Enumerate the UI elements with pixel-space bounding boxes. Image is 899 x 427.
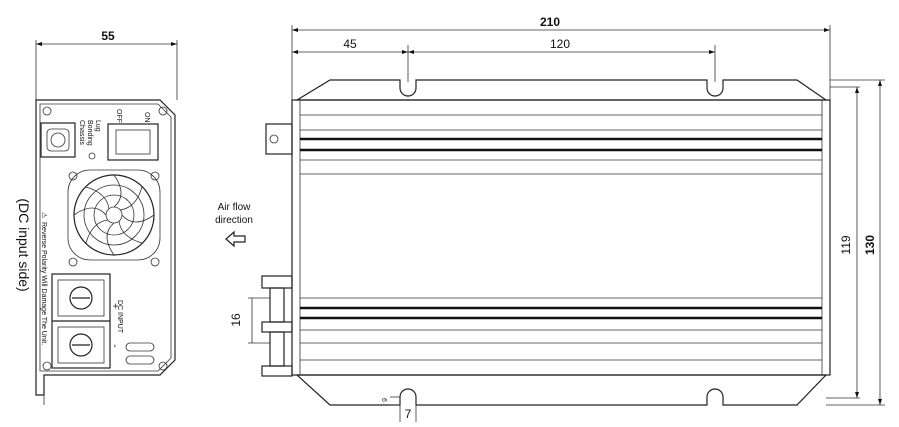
total-height-label: 130 — [863, 235, 877, 255]
arrow-right — [171, 42, 177, 46]
arrow-right — [402, 50, 408, 54]
screw-top-left — [42, 106, 52, 116]
terminal-slot-1 — [125, 342, 155, 352]
terminal-spacing-label: 16 — [229, 313, 243, 327]
slot-width-label: 7 — [405, 407, 412, 421]
polarity-warning-text: Reverse Polarity Will Damage The Unit. — [40, 222, 47, 345]
fan-screw-4 — [150, 257, 160, 267]
fan-screw-1 — [68, 171, 78, 181]
terminal-bar-positive — [269, 287, 285, 323]
dc-terminal-block — [51, 273, 111, 369]
top-mounting-flange — [294, 79, 828, 101]
arrow-left — [292, 28, 298, 32]
arrow-right — [709, 50, 715, 54]
airflow-label-2: direction — [215, 215, 253, 226]
arrow-up — [878, 80, 882, 86]
fan-ring-2 — [83, 184, 145, 246]
body-height-label: 119 — [839, 235, 853, 254]
front-panel-outline — [35, 99, 176, 396]
slot-depth-label: 6 — [380, 398, 387, 402]
fan-screw-2 — [150, 171, 160, 181]
arrow-left — [408, 50, 414, 54]
side-bonding-lug-hole — [269, 134, 279, 144]
fan-housing — [67, 169, 161, 261]
bonding-label-1: Chassis — [78, 120, 85, 145]
terminal-positive-screw[interactable] — [69, 286, 93, 310]
arrow-up — [855, 87, 859, 93]
plus-label: + — [109, 303, 120, 309]
terminal-bar-top-a — [261, 275, 293, 289]
dc-input-side-label: (DC input side) — [16, 198, 32, 291]
airflow-arrow-icon — [225, 230, 246, 248]
bonding-lug — [40, 122, 76, 158]
terminal-negative-screw[interactable] — [69, 333, 93, 357]
arrow-right — [824, 28, 830, 32]
terminal-bar-negative — [269, 331, 285, 367]
fan-screw-3 — [68, 257, 78, 267]
screw-top-right — [158, 106, 168, 116]
power-switch-rocker[interactable] — [115, 129, 151, 155]
arrow-down — [878, 399, 882, 405]
screw-bottom-right — [158, 361, 168, 371]
hole-spacing-label: 120 — [550, 37, 570, 51]
terminal-negative-cavity — [57, 326, 105, 364]
bonding-label-3: Lug — [94, 120, 101, 132]
terminal-positive-cavity — [57, 279, 105, 317]
side-bonding-lug — [265, 123, 293, 155]
terminal-bar-bottom — [261, 365, 293, 377]
ground-symbol-icon — [88, 152, 96, 160]
total-length-label: 210 — [540, 15, 560, 29]
dc-input-label: DC INPUT — [116, 300, 123, 334]
terminal-slot-2 — [125, 355, 155, 365]
minus-label: - — [109, 344, 120, 347]
fan-hub — [105, 206, 123, 224]
arrow-left — [36, 42, 42, 46]
arrow-down — [855, 392, 859, 398]
top-view: 210 45 120 — [229, 15, 885, 422]
fan-ring-3 — [93, 194, 135, 236]
arrow-left — [292, 50, 298, 54]
terminal-bar-mid — [261, 321, 293, 333]
front-panel-inner-outline — [39, 103, 172, 372]
front-width-label: 55 — [101, 29, 115, 43]
main-body — [291, 99, 831, 376]
offset-left-label: 45 — [343, 37, 357, 51]
airflow-label-1: Air flow — [218, 202, 252, 213]
bottom-mounting-flange — [295, 374, 828, 406]
bonding-lug-bolt — [50, 132, 66, 148]
fan-grille — [67, 169, 161, 267]
screw-bottom-left — [42, 361, 52, 371]
power-switch[interactable] — [107, 123, 159, 161]
bonding-label-2: Bonding — [86, 120, 93, 146]
bonding-lug-inner — [46, 128, 70, 152]
warning-triangle-icon: ⚠ — [40, 212, 48, 218]
front-view: 55 Chassis Bonding Lug OFF ON — [35, 29, 178, 405]
switch-off-label: OFF — [115, 109, 122, 123]
switch-on-label: ON — [143, 112, 150, 123]
fan-blades — [73, 174, 155, 256]
